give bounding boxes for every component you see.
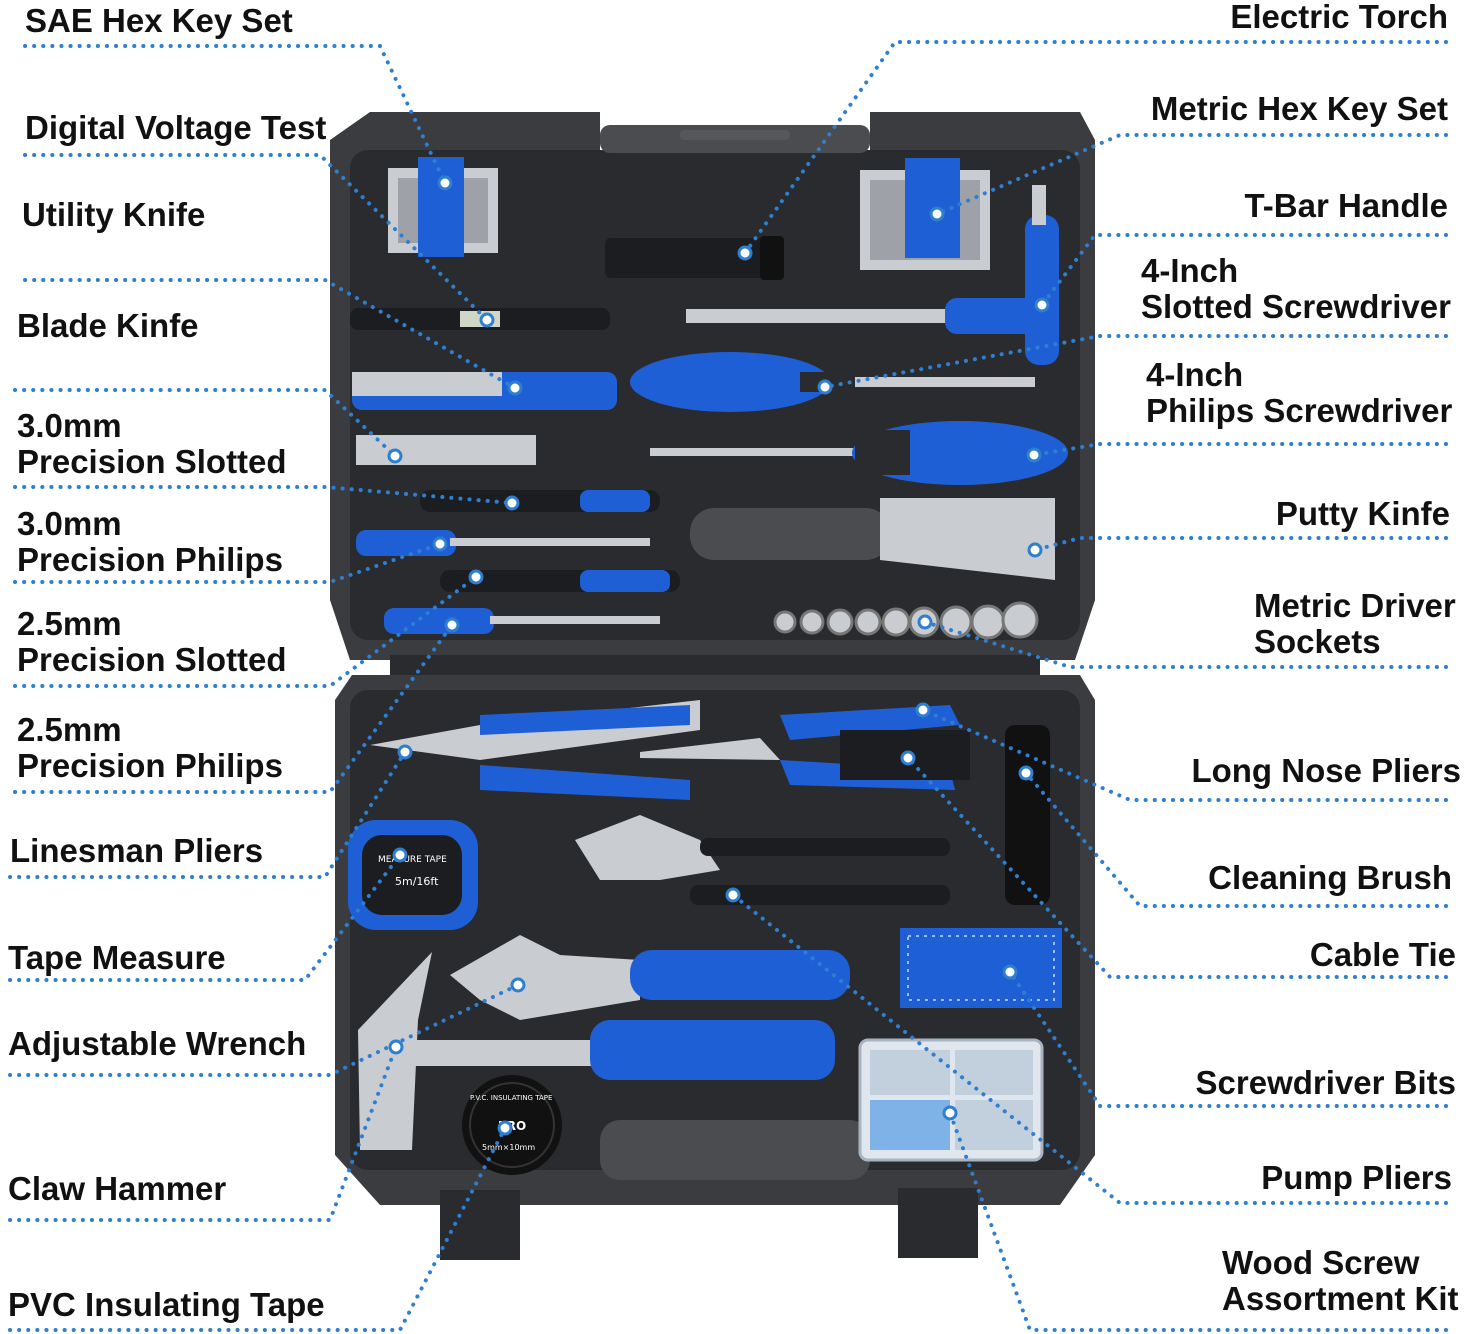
- electric-torch-graphic: [605, 236, 784, 280]
- label-blade-kinfe: Blade Kinfe: [17, 308, 199, 344]
- label-line: Digital Voltage Test: [25, 109, 327, 146]
- precision-screwdrivers-graphic: [356, 490, 680, 634]
- leader-lines: [8, 40, 1448, 1332]
- label-adjustable-wrench: Adjustable Wrench: [8, 1026, 306, 1062]
- label-sae-hex-key-set: SAE Hex Key Set: [25, 3, 293, 39]
- utility-knife-graphic: [352, 372, 617, 410]
- tape-title-text: MEASURE TAPE: [378, 855, 447, 865]
- marker-dots: [387, 175, 1050, 1136]
- long-nose-pliers-graphic: [640, 705, 960, 790]
- adjustable-wrench-graphic: [450, 935, 850, 1020]
- label-long-nose-pliers: Long Nose Pliers: [1191, 753, 1461, 789]
- label-precision-slotted-25: 2.5mm Precision Slotted: [17, 606, 287, 678]
- label-tape-measure: Tape Measure: [8, 940, 226, 976]
- label-utility-knife: Utility Knife: [22, 197, 205, 233]
- label-line: 3.0mm: [17, 505, 122, 542]
- cleaning-brush-graphic: [1005, 725, 1050, 905]
- label-line: Blade Kinfe: [17, 307, 199, 344]
- label-slotted-screwdriver-4in: 4-Inch Slotted Screwdriver: [1141, 253, 1451, 325]
- label-precision-philips-25: 2.5mm Precision Philips: [17, 712, 283, 784]
- label-philips-screwdriver-4in: 4-Inch Philips Screwdriver: [1146, 357, 1452, 429]
- label-line: Precision Slotted: [17, 443, 287, 480]
- label-line: Tape Measure: [8, 939, 226, 976]
- label-line: T-Bar Handle: [1244, 187, 1448, 224]
- insulating-tape-size-text: 5mm×10mm: [482, 1143, 535, 1152]
- putty-knife-graphic: [690, 498, 1055, 580]
- label-line: Adjustable Wrench: [8, 1025, 307, 1062]
- label-putty-kinfe: Putty Kinfe: [1276, 496, 1450, 532]
- insulating-tape-graphic: P.V.C. INSULATING TAPE 5mm×10mm PRO: [462, 1075, 562, 1175]
- t-bar-handle-graphic: [686, 185, 1059, 365]
- label-line: Philips Screwdriver: [1146, 392, 1453, 429]
- label-line: Precision Philips: [17, 541, 283, 578]
- label-line: 2.5mm: [17, 605, 122, 642]
- label-line: Screwdriver Bits: [1195, 1064, 1456, 1101]
- tape-length-text: 5m/16ft: [395, 875, 439, 888]
- metric-hex-key-set-graphic: [860, 158, 990, 270]
- label-line: 4-Inch: [1141, 252, 1239, 289]
- label-precision-philips-3: 3.0mm Precision Philips: [17, 506, 283, 578]
- wood-screw-kit-graphic: [858, 1038, 1044, 1162]
- label-line: Cable Tie: [1309, 936, 1456, 973]
- label-metric-hex-key-set: Metric Hex Key Set: [1151, 91, 1448, 127]
- label-line: Linesman Pliers: [10, 832, 264, 869]
- label-line: 2.5mm: [17, 711, 122, 748]
- label-line: Electric Torch: [1230, 0, 1448, 35]
- tape-measure-graphic: MEASURE TAPE 5m/16ft: [348, 820, 478, 930]
- blade-refills-graphic: [356, 435, 536, 465]
- label-line: Wood Screw: [1222, 1244, 1420, 1281]
- label-line: Claw Hammer: [8, 1170, 227, 1207]
- label-line: Precision Philips: [17, 747, 283, 784]
- label-line: Metric Driver: [1254, 587, 1456, 624]
- label-line: 3.0mm: [17, 407, 122, 444]
- label-line: Long Nose Pliers: [1191, 752, 1461, 789]
- label-line: Sockets: [1254, 623, 1381, 660]
- linesman-pliers-graphic: [370, 700, 700, 800]
- label-t-bar-handle: T-Bar Handle: [1244, 188, 1448, 224]
- label-line: Utility Knife: [22, 196, 206, 233]
- label-cleaning-brush: Cleaning Brush: [1208, 860, 1452, 896]
- label-line: Metric Hex Key Set: [1150, 90, 1448, 127]
- label-pump-pliers: Pump Pliers: [1261, 1160, 1452, 1196]
- label-line: Cleaning Brush: [1208, 859, 1452, 896]
- label-linesman-pliers: Linesman Pliers: [10, 833, 263, 869]
- label-line: Pump Pliers: [1261, 1159, 1452, 1196]
- label-line: PVC Insulating Tape: [8, 1286, 325, 1323]
- case-hinge: [390, 655, 1040, 677]
- label-line: Assortment Kit: [1222, 1280, 1459, 1317]
- label-claw-hammer: Claw Hammer: [8, 1171, 226, 1207]
- label-electric-torch: Electric Torch: [1230, 0, 1448, 35]
- label-cable-tie: Cable Tie: [1310, 937, 1456, 973]
- label-pvc-insulating-tape: PVC Insulating Tape: [8, 1287, 325, 1323]
- label-screwdriver-bits: Screwdriver Bits: [1196, 1065, 1456, 1101]
- label-line: Precision Slotted: [17, 641, 287, 678]
- philips-screwdriver-graphic: [650, 421, 1068, 485]
- label-precision-slotted-3: 3.0mm Precision Slotted: [17, 408, 287, 480]
- label-line: SAE Hex Key Set: [25, 2, 293, 39]
- label-line: Putty Kinfe: [1275, 495, 1450, 532]
- label-line: 4-Inch: [1146, 356, 1244, 393]
- label-wood-screw-kit: Wood Screw Assortment Kit: [1222, 1245, 1459, 1317]
- label-digital-voltage-test: Digital Voltage Test: [25, 110, 326, 146]
- screwdriver-bits-graphic: [900, 928, 1062, 1008]
- label-metric-driver-sockets: Metric Driver Sockets: [1254, 588, 1456, 660]
- insulating-tape-text: P.V.C. INSULATING TAPE: [470, 1094, 552, 1102]
- sae-hex-key-set-graphic: [388, 157, 498, 257]
- pump-pliers-graphic: [575, 815, 950, 905]
- label-line: Slotted Screwdriver: [1141, 288, 1451, 325]
